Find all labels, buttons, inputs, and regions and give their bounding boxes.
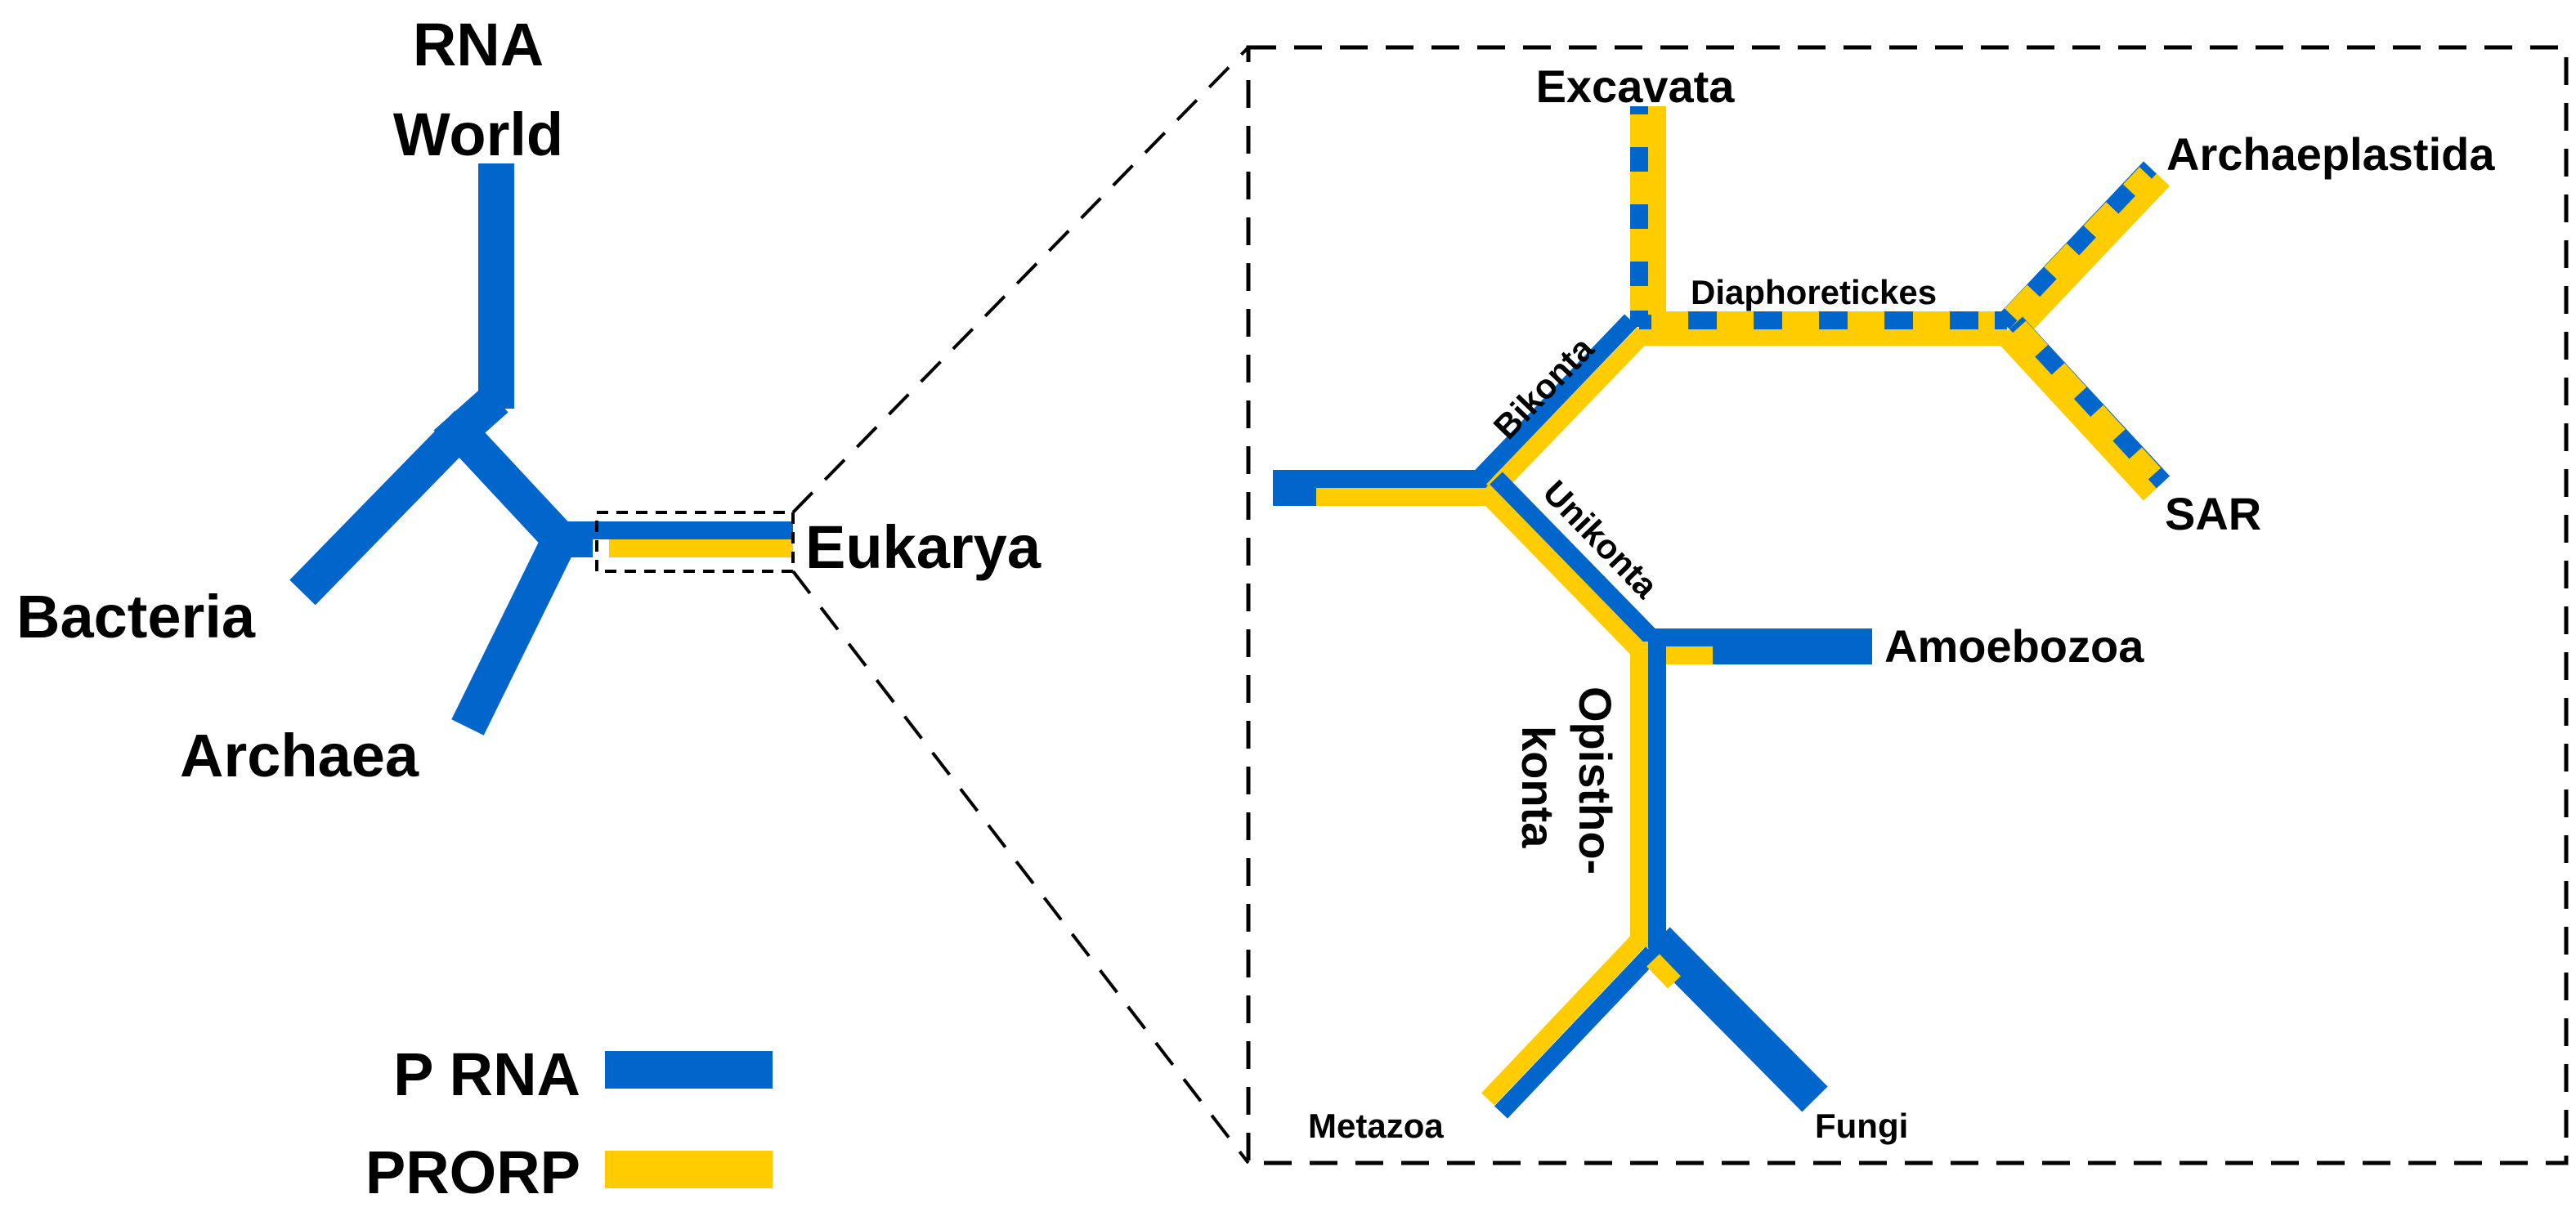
label-opisthokonta-line1: Opistho-	[1570, 687, 1621, 874]
branch-sar-prorp	[1996, 329, 2157, 501]
label-rna-world-line1: RNA	[413, 11, 544, 78]
legend-swatch-p-rna	[605, 1051, 773, 1089]
branch-bikonta-prna	[1473, 314, 1637, 485]
branch-archaeplastida-prorp	[2009, 173, 2170, 342]
branch-archaea	[451, 531, 576, 736]
label-rna-world-line2: World	[393, 101, 563, 168]
branch-bacteria	[289, 410, 481, 606]
branch-root-junction	[433, 385, 574, 552]
branch-bikonta-prorp	[1486, 327, 1651, 497]
zoom-connector-bottom	[791, 570, 1250, 1165]
label-amoebozoa: Amoebozoa	[1884, 620, 2144, 672]
legend: P RNA PRORP	[365, 1040, 773, 1206]
zoom-frame	[1246, 45, 2569, 1165]
label-diaphoretickes: Diaphoretickes	[1691, 273, 1937, 311]
zoom-source-box	[595, 511, 795, 573]
label-archaea: Archaea	[180, 722, 419, 789]
label-fungi: Fungi	[1815, 1107, 1908, 1145]
label-excavata: Excavata	[1536, 60, 1736, 112]
labels: RNA World Bacteria Archaea Eukarya Excav…	[16, 11, 2495, 1145]
legend-label-prorp: PRORP	[365, 1138, 580, 1206]
branch-fungi-prna	[1644, 927, 1828, 1112]
zoom-connector-top	[791, 46, 1250, 514]
branch-unikonta-prna	[1490, 472, 1658, 644]
branch-metazoa-prorp	[1481, 933, 1646, 1106]
universal-tree	[289, 163, 793, 736]
branch-unikonta-prorp	[1476, 484, 1645, 656]
branch-metazoa-prna	[1494, 946, 1659, 1119]
label-eukarya: Eukarya	[805, 513, 1042, 581]
branch-fungi-prorp-fork	[1646, 954, 1681, 989]
label-opisthokonta-line2: konta	[1512, 726, 1564, 848]
label-bacteria: Bacteria	[16, 583, 256, 651]
label-archaeplastida: Archaeplastida	[2166, 128, 2495, 180]
branch-archaeplastida-dash	[2005, 167, 2153, 321]
label-sar: SAR	[2165, 488, 2261, 539]
legend-swatch-prorp	[605, 1151, 773, 1188]
eukaryote-tree	[1273, 106, 2171, 1119]
label-metazoa: Metazoa	[1308, 1107, 1444, 1145]
branch-euk-root-cap	[1273, 470, 1316, 506]
legend-label-p-rna: P RNA	[393, 1040, 580, 1108]
